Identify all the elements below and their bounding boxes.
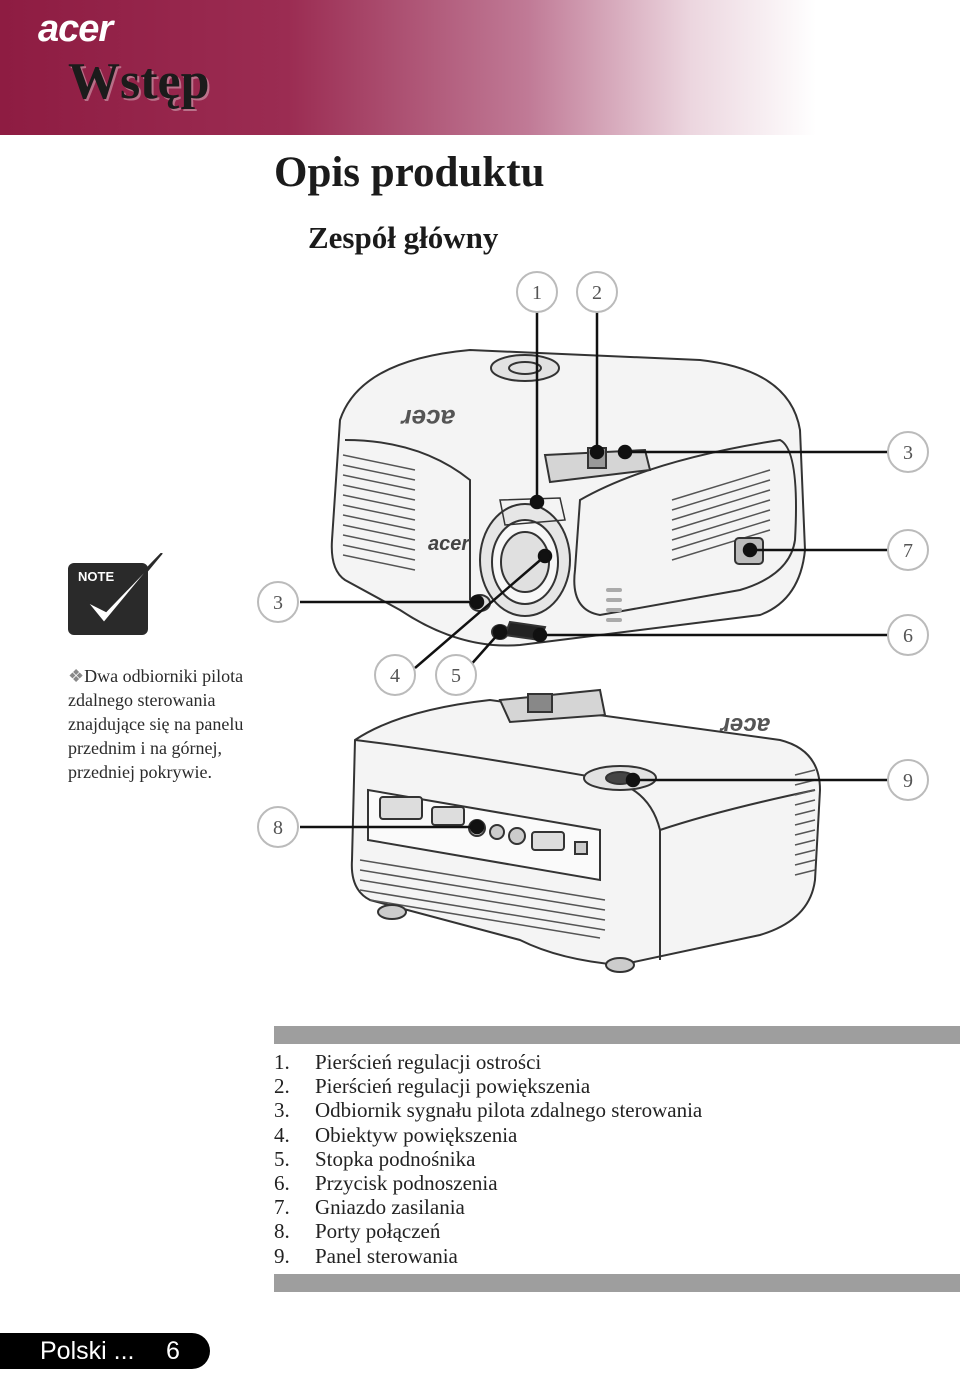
note-body: Dwa odbiorniki pilota zdalnego sterowani…: [68, 666, 244, 782]
callout-6-num: 6: [903, 625, 913, 647]
callout-4: 4: [374, 654, 416, 696]
note-text: ❖Dwa odbiorniki pilota zdalnego sterowan…: [68, 664, 288, 784]
legend-item-number: 2.: [274, 1074, 290, 1099]
legend-item-label: Gniazdo zasilania: [315, 1195, 465, 1220]
callout-7: 7: [887, 529, 929, 571]
legend-item: 5. Stopka podnośnika: [274, 1147, 960, 1171]
sub-heading: Zespół główny: [308, 220, 499, 255]
legend-item-number: 5.: [274, 1146, 290, 1171]
legend-item-label: Odbiornik sygnału pilota zdalnego sterow…: [315, 1098, 703, 1123]
page-heading: Opis produktu: [274, 149, 545, 196]
footer-language: Polski ...: [40, 1337, 135, 1365]
callout-9: 9: [887, 759, 929, 801]
callout-leaders: [300, 312, 890, 835]
callout-4-num: 4: [390, 665, 400, 687]
callout-2: 2: [576, 271, 618, 313]
svg-text:acer: acer: [428, 533, 470, 555]
diamond-bullet-icon: ❖: [68, 666, 85, 686]
page-header-band: acer Wstęp: [0, 0, 960, 135]
callout-8: 8: [257, 806, 299, 848]
legend-item-number: 3.: [274, 1098, 290, 1123]
legend-item-label: Stopka podnośnika: [315, 1146, 476, 1171]
legend-item: 3. Odbiornik sygnału pilota zdalnego ster…: [274, 1098, 960, 1122]
legend-item-number: 1.: [274, 1050, 290, 1074]
legend-top-bar: [274, 1026, 960, 1044]
svg-text:acer: acer: [400, 404, 455, 434]
projector-rear-illustration: acer: [350, 688, 822, 973]
page-footer-tab: Polski ... 6: [0, 1333, 210, 1369]
callout-1: 1: [516, 271, 558, 313]
legend-item: 4. Obiektyw powiększenia: [274, 1123, 960, 1147]
callout-labels: 1 2 3 7 3 6 4 5: [257, 271, 929, 848]
parts-legend: 1. Pierścień regulacji ostrości 2. Pierści…: [274, 1026, 960, 1292]
callout-3-top-num: 3: [903, 442, 913, 464]
legend-item-label: Porty połączeń: [315, 1219, 441, 1244]
projector-diagram: acer acer acer: [257, 271, 929, 973]
callout-3-top: 3: [887, 431, 929, 473]
legend-item-label: Pierścień regulacji ostrości: [315, 1050, 542, 1074]
legend-item-number: 7.: [274, 1195, 290, 1220]
acer-logo: acer: [38, 8, 113, 50]
checkmark-icon: [85, 552, 163, 625]
legend-bottom-bar: [274, 1273, 960, 1292]
callout-5: 5: [435, 654, 477, 696]
legend-item: 1. Pierścień regulacji ostrości: [274, 1050, 960, 1074]
legend-item-label: Przycisk podnoszenia: [315, 1171, 498, 1196]
legend-list: 1. Pierścień regulacji ostrości 2. Pierści…: [274, 1050, 960, 1268]
legend-item: 9. Panel sterowania: [274, 1244, 960, 1268]
legend-item-number: 4.: [274, 1122, 290, 1147]
callout-6: 6: [887, 614, 929, 656]
callout-2-num: 2: [592, 282, 602, 304]
callout-3-left-num: 3: [273, 592, 283, 614]
callout-8-num: 8: [273, 817, 283, 839]
legend-item-number: 8.: [274, 1219, 290, 1244]
legend-item: 2. Pierścień regulacji powiększenia: [274, 1074, 960, 1098]
callout-3-left: 3: [257, 581, 299, 623]
legend-item-number: 6.: [274, 1171, 290, 1196]
callout-1-num: 1: [532, 282, 542, 304]
section-title: Wstęp: [68, 53, 210, 110]
legend-item-label: Obiektyw powiększenia: [315, 1122, 518, 1147]
footer-page-number: 6: [166, 1337, 180, 1365]
legend-item: 7. Gniazdo zasilania: [274, 1195, 960, 1219]
svg-text:acer: acer: [719, 712, 770, 739]
legend-item-label: Pierścień regulacji powiększenia: [315, 1074, 591, 1099]
note-label: NOTE: [78, 569, 114, 584]
legend-item-label: Panel sterowania: [315, 1243, 458, 1268]
legend-item: 8. Porty połączeń: [274, 1219, 960, 1243]
callout-7-num: 7: [903, 540, 913, 562]
callout-9-num: 9: [903, 770, 913, 792]
legend-item: 6. Przycisk podnoszenia: [274, 1171, 960, 1195]
callout-5-num: 5: [451, 665, 461, 687]
legend-item-number: 9.: [274, 1243, 290, 1268]
projector-front-illustration: acer acer: [330, 348, 807, 647]
note-badge: NOTE: [68, 552, 164, 637]
